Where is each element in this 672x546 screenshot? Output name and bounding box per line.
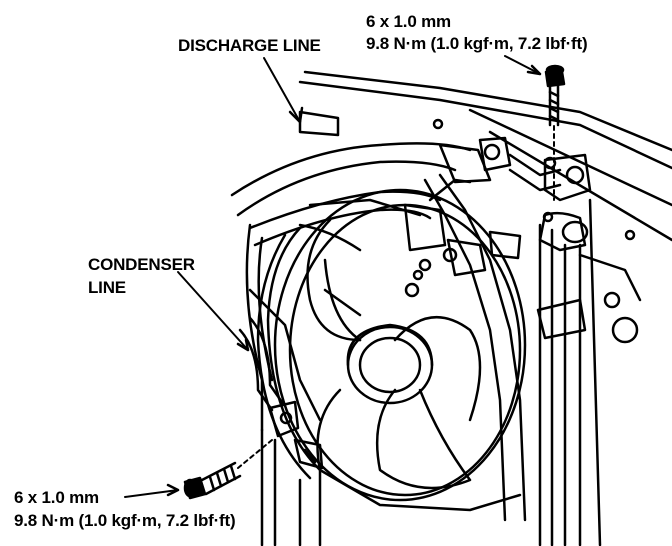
top-bolt-torque-label: 9.8 N·m (1.0 kgf·m, 7.2 lbf·ft) [366, 34, 588, 53]
condenser-line-label-2: LINE [88, 278, 126, 297]
arrow-icon [124, 55, 542, 498]
bottom-bolt-torque-label: 9.8 N·m (1.0 kgf·m, 7.2 lbf·ft) [14, 511, 236, 530]
fan-assembly [273, 188, 527, 502]
discharge-line-label: DISCHARGE LINE [178, 36, 321, 55]
top-bolt-size-label: 6 x 1.0 mm [366, 12, 451, 31]
bolt-icon [544, 64, 566, 201]
upper-frame [298, 70, 672, 344]
discharge-line [230, 136, 592, 247]
bolt-icon [183, 439, 273, 500]
condenser-line-label-1: CONDENSER [88, 255, 195, 274]
condenser-pipes [403, 173, 602, 546]
condenser-line [238, 316, 324, 470]
bottom-bolt-size-label: 6 x 1.0 mm [14, 488, 99, 507]
